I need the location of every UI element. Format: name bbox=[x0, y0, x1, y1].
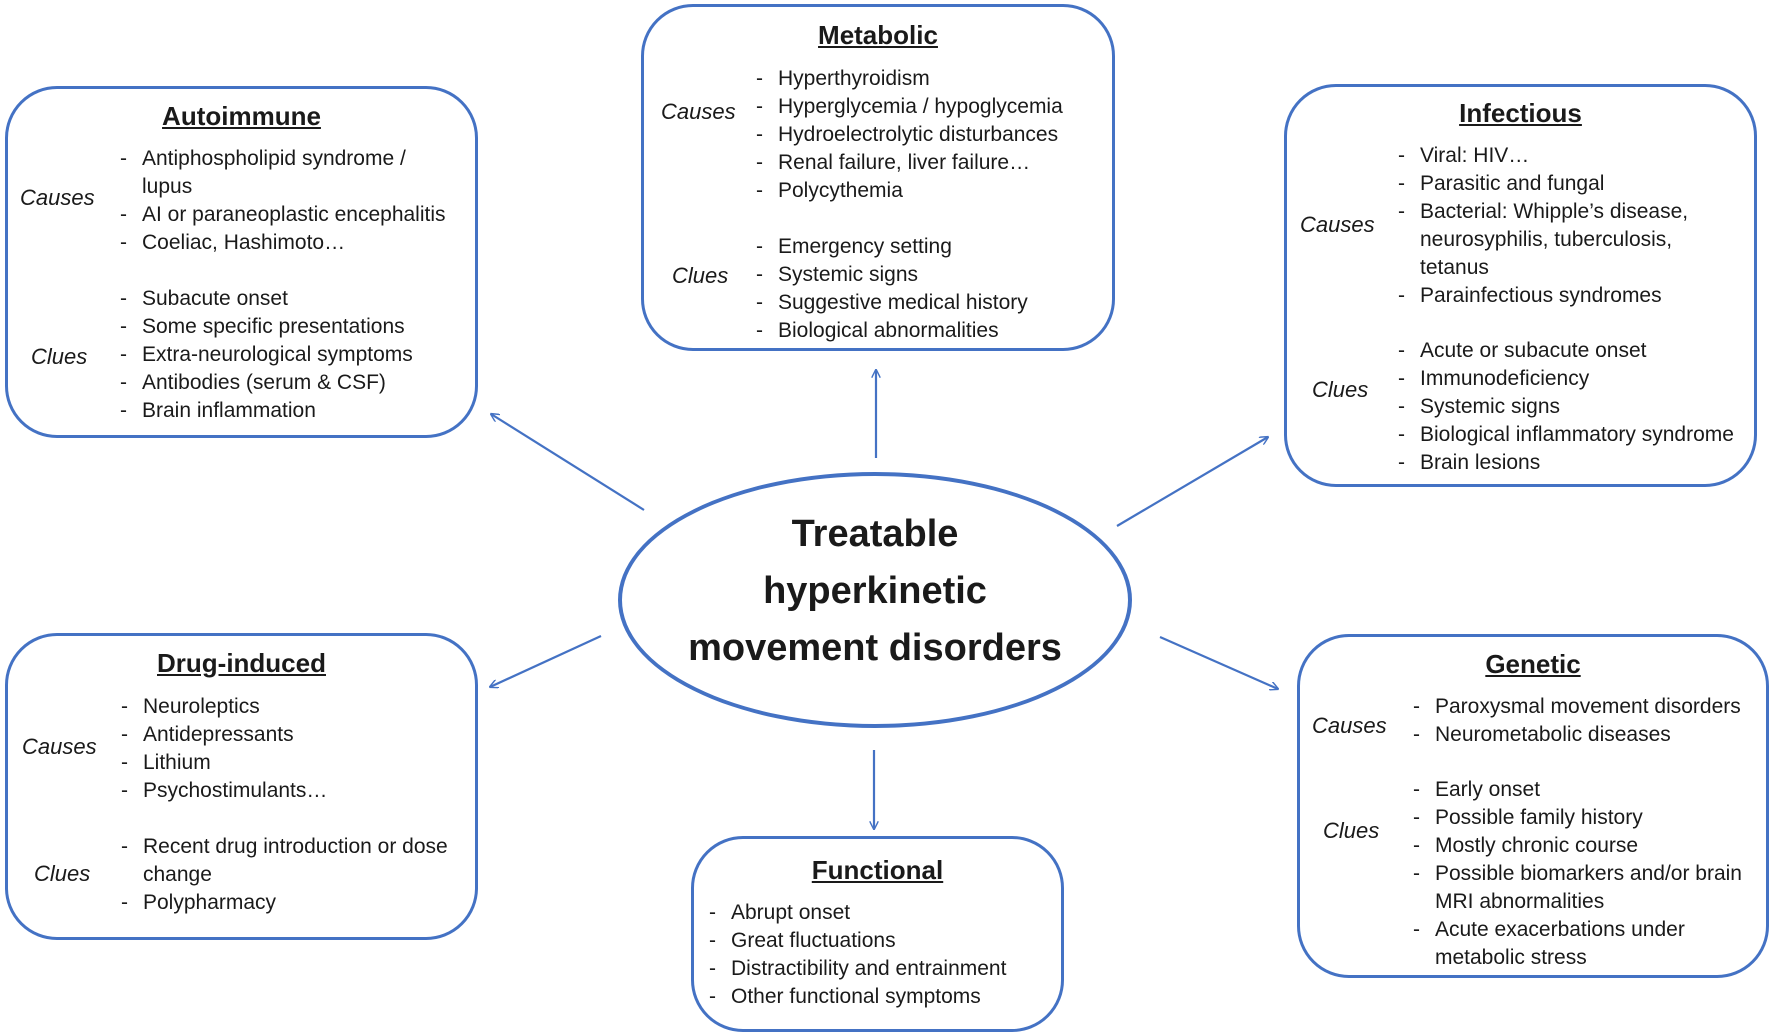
list-item: Viral: HIV… bbox=[1398, 142, 1688, 170]
functional-title: Functional bbox=[811, 855, 944, 885]
list-item: Lithium bbox=[121, 749, 327, 777]
list-item: Antidepressants bbox=[121, 721, 327, 749]
arrow-to-genetic bbox=[1159, 635, 1278, 689]
list-item: Paroxysmal movement disorders bbox=[1413, 693, 1741, 721]
autoimmune-box: Autoimmune Causes Antiphospholipid syndr… bbox=[5, 86, 478, 438]
list-item: change bbox=[143, 863, 212, 886]
autoimmune-causes-label: Causes bbox=[20, 185, 95, 210]
center-title-line: movement disorders bbox=[688, 627, 1062, 669]
center-title-line: hyperkinetic bbox=[763, 570, 987, 612]
list-item: Brain lesions bbox=[1398, 449, 1734, 477]
list-item: Possible family history bbox=[1413, 804, 1742, 832]
arrow-to-drug-induced bbox=[490, 635, 602, 687]
metabolic-causes-list: Hyperthyroidism Hyperglycemia / hypoglyc… bbox=[756, 65, 1063, 205]
metabolic-title: Metabolic bbox=[818, 20, 938, 50]
list-item: Suggestive medical history bbox=[756, 289, 1028, 317]
list-item: Bacterial: Whipple’s disease, bbox=[1398, 198, 1688, 226]
list-item: Hydroelectrolytic disturbances bbox=[756, 121, 1063, 149]
list-item: Some specific presentations bbox=[120, 313, 413, 341]
list-item: Polycythemia bbox=[756, 177, 1063, 205]
list-item: Acute exacerbations under bbox=[1413, 916, 1742, 944]
drug-induced-causes-label: Causes bbox=[22, 734, 97, 759]
list-item: Emergency setting bbox=[756, 233, 1028, 261]
list-item: lupus bbox=[142, 175, 193, 198]
drug-induced-box: Drug-induced Causes Neuroleptics Antidep… bbox=[5, 633, 478, 940]
list-item: Brain inflammation bbox=[120, 397, 413, 425]
infectious-causes-list: Viral: HIV… Parasitic and fungal Bacteri… bbox=[1398, 142, 1688, 310]
list-item: tetanus bbox=[1420, 256, 1489, 279]
list-item: Coeliac, Hashimoto… bbox=[120, 229, 446, 257]
list-item: Acute or subacute onset bbox=[1398, 337, 1734, 365]
list-item: Immunodeficiency bbox=[1398, 365, 1734, 393]
list-item: Subacute onset bbox=[120, 285, 413, 313]
infectious-clues-label: Clues bbox=[1312, 377, 1369, 402]
arrow-to-autoimmune bbox=[491, 414, 645, 511]
list-item: Antiphospholipid syndrome / bbox=[120, 145, 446, 173]
genetic-title: Genetic bbox=[1485, 649, 1581, 679]
genetic-box: Genetic Causes Paroxysmal movement disor… bbox=[1297, 634, 1769, 978]
list-item: Renal failure, liver failure… bbox=[756, 149, 1063, 177]
list-item: Antibodies (serum & CSF) bbox=[120, 369, 413, 397]
arrow-to-infectious bbox=[1116, 437, 1268, 527]
list-item: Parasitic and fungal bbox=[1398, 170, 1688, 198]
list-item: Great fluctuations bbox=[709, 927, 1006, 955]
list-item: Abrupt onset bbox=[709, 899, 1006, 927]
center-title-line: Treatable bbox=[791, 513, 959, 555]
center-title: Treatable hyperkinetic movement disorder… bbox=[620, 506, 1130, 677]
list-item: Biological abnormalities bbox=[756, 317, 1028, 345]
list-item: AI or paraneoplastic encephalitis bbox=[120, 201, 446, 229]
list-item: Possible biomarkers and/or brain bbox=[1413, 860, 1742, 888]
list-item: Neuroleptics bbox=[121, 693, 327, 721]
drug-induced-title: Drug-induced bbox=[157, 648, 326, 678]
list-item: Psychostimulants… bbox=[121, 777, 327, 805]
genetic-causes-label: Causes bbox=[1312, 713, 1387, 738]
list-item: Recent drug introduction or dose bbox=[121, 833, 448, 861]
list-item: Hyperthyroidism bbox=[756, 65, 1063, 93]
list-item: neurosyphilis, tuberculosis, bbox=[1420, 228, 1673, 251]
infectious-causes-label: Causes bbox=[1300, 212, 1375, 237]
drug-induced-clues-label: Clues bbox=[34, 861, 91, 886]
infectious-clues-list: Acute or subacute onset Immunodeficiency… bbox=[1398, 337, 1734, 477]
genetic-causes-list: Paroxysmal movement disorders Neurometab… bbox=[1413, 693, 1741, 749]
center-ellipse bbox=[618, 472, 1132, 728]
functional-box: Functional Abrupt onset Great fluctuatio… bbox=[691, 836, 1064, 1032]
list-item: Neurometabolic diseases bbox=[1413, 721, 1741, 749]
functional-list: Abrupt onset Great fluctuations Distract… bbox=[709, 899, 1006, 1011]
genetic-clues-list: Early onset Possible family history Most… bbox=[1413, 776, 1742, 972]
list-item: Hyperglycemia / hypoglycemia bbox=[756, 93, 1063, 121]
autoimmune-causes-list: Antiphospholipid syndrome / lupus AI or … bbox=[120, 145, 446, 257]
list-item: Polypharmacy bbox=[121, 889, 448, 917]
infectious-box: Infectious Causes Viral: HIV… Parasitic … bbox=[1284, 84, 1757, 487]
list-item: MRI abnormalities bbox=[1435, 890, 1605, 913]
list-item: Extra-neurological symptoms bbox=[120, 341, 413, 369]
list-item: Distractibility and entrainment bbox=[709, 955, 1006, 983]
metabolic-box: Metabolic Causes Hyperthyroidism Hypergl… bbox=[641, 4, 1115, 351]
list-item: Other functional symptoms bbox=[709, 983, 1006, 1011]
list-item: Systemic signs bbox=[1398, 393, 1734, 421]
list-item: Parainfectious syndromes bbox=[1398, 282, 1688, 310]
infectious-title: Infectious bbox=[1459, 98, 1582, 128]
list-item: Mostly chronic course bbox=[1413, 832, 1742, 860]
genetic-clues-label: Clues bbox=[1323, 818, 1380, 843]
list-item: Early onset bbox=[1413, 776, 1742, 804]
metabolic-causes-label: Causes bbox=[661, 99, 736, 124]
drug-induced-clues-list: Recent drug introduction or dose change … bbox=[121, 833, 448, 917]
list-item: Systemic signs bbox=[756, 261, 1028, 289]
list-item: Biological inflammatory syndrome bbox=[1398, 421, 1734, 449]
autoimmune-clues-label: Clues bbox=[31, 344, 88, 369]
metabolic-clues-label: Clues bbox=[672, 263, 729, 288]
metabolic-clues-list: Emergency setting Systemic signs Suggest… bbox=[756, 233, 1028, 345]
drug-induced-causes-list: Neuroleptics Antidepressants Lithium Psy… bbox=[121, 693, 327, 805]
autoimmune-clues-list: Subacute onset Some specific presentatio… bbox=[120, 285, 413, 425]
list-item: metabolic stress bbox=[1435, 946, 1587, 969]
autoimmune-title: Autoimmune bbox=[162, 101, 321, 131]
